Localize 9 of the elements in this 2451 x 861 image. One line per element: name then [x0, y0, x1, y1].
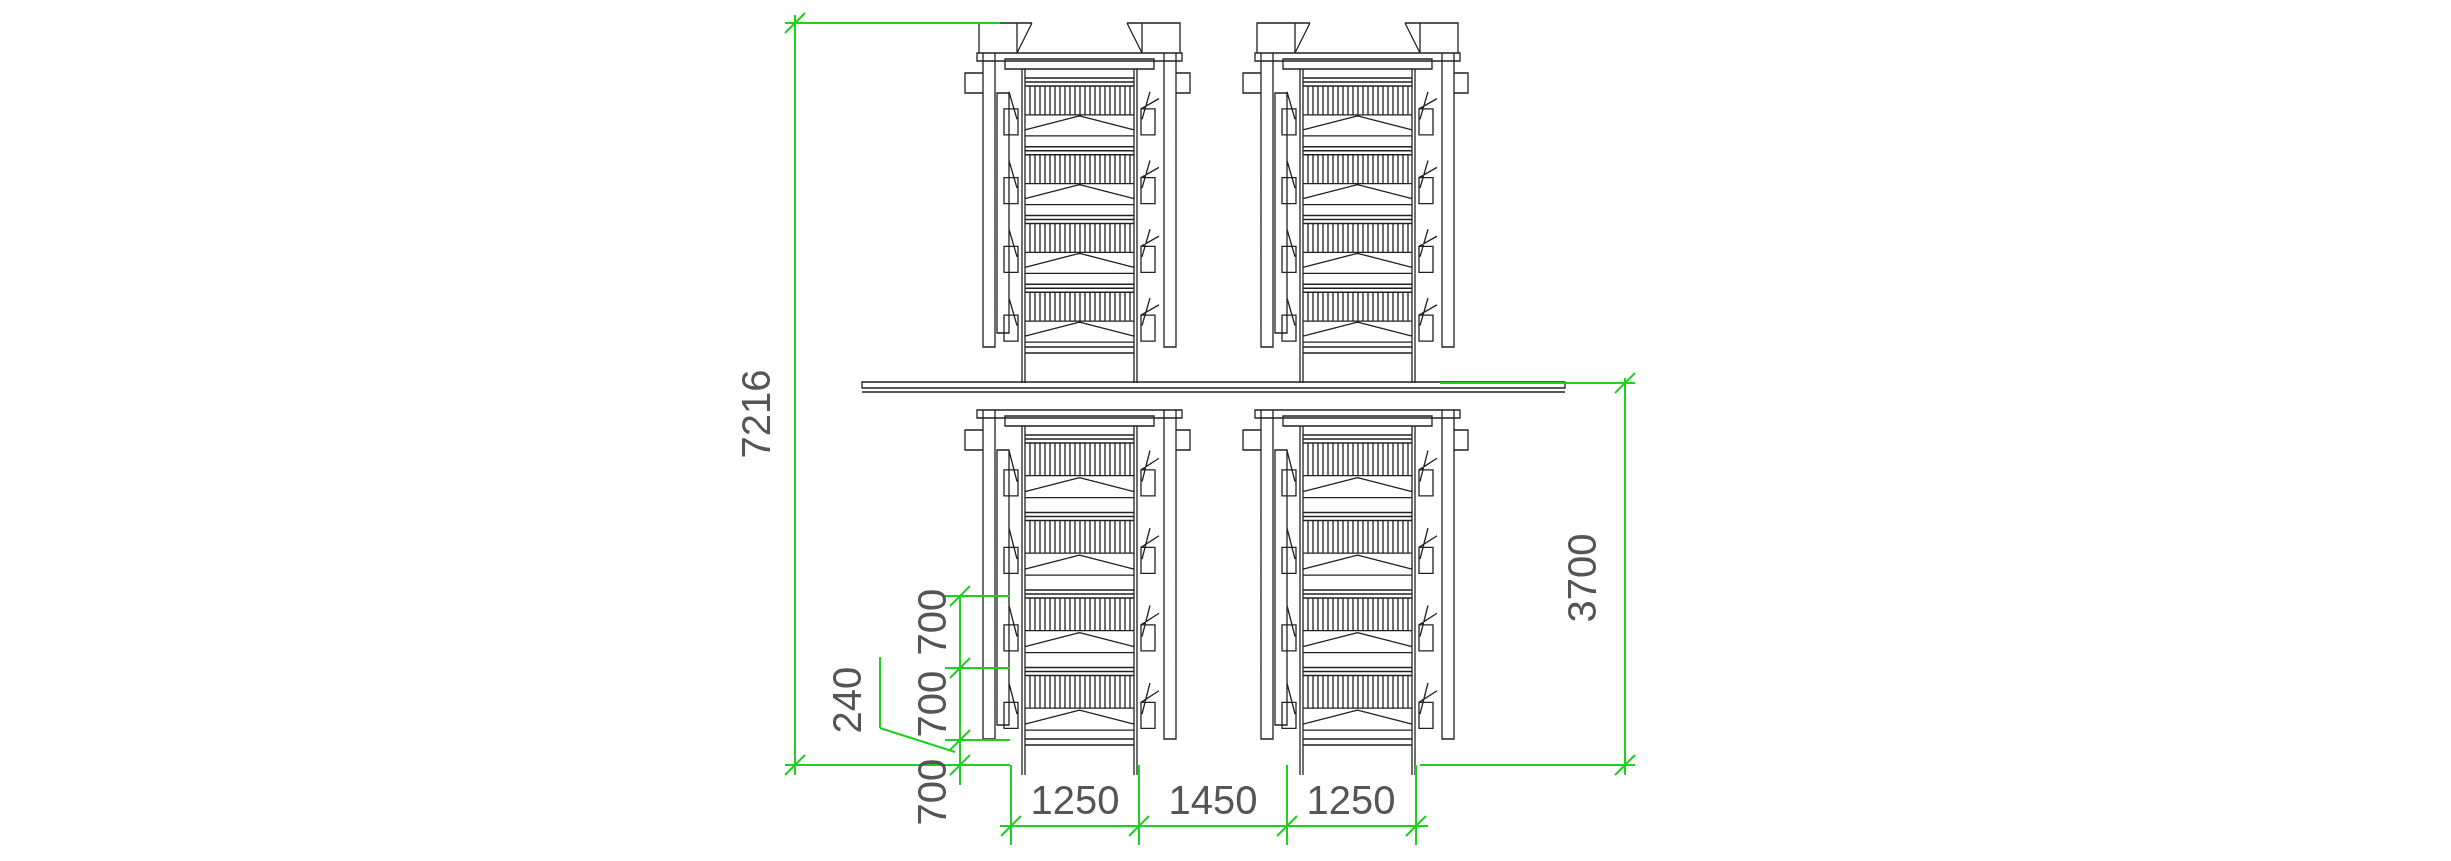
dimension-label: 240: [826, 666, 867, 734]
dimension-label: 3700: [1562, 533, 1602, 623]
dimension-label: 700: [911, 588, 952, 656]
dimension-label: 1250: [1306, 780, 1396, 820]
dimension-label: 7216: [736, 369, 776, 459]
dimension-label: 1450: [1168, 780, 1258, 820]
dimension-label: 1250: [1030, 780, 1120, 820]
dimension-label: 700: [911, 758, 952, 826]
dimension-label: 700: [911, 670, 952, 738]
